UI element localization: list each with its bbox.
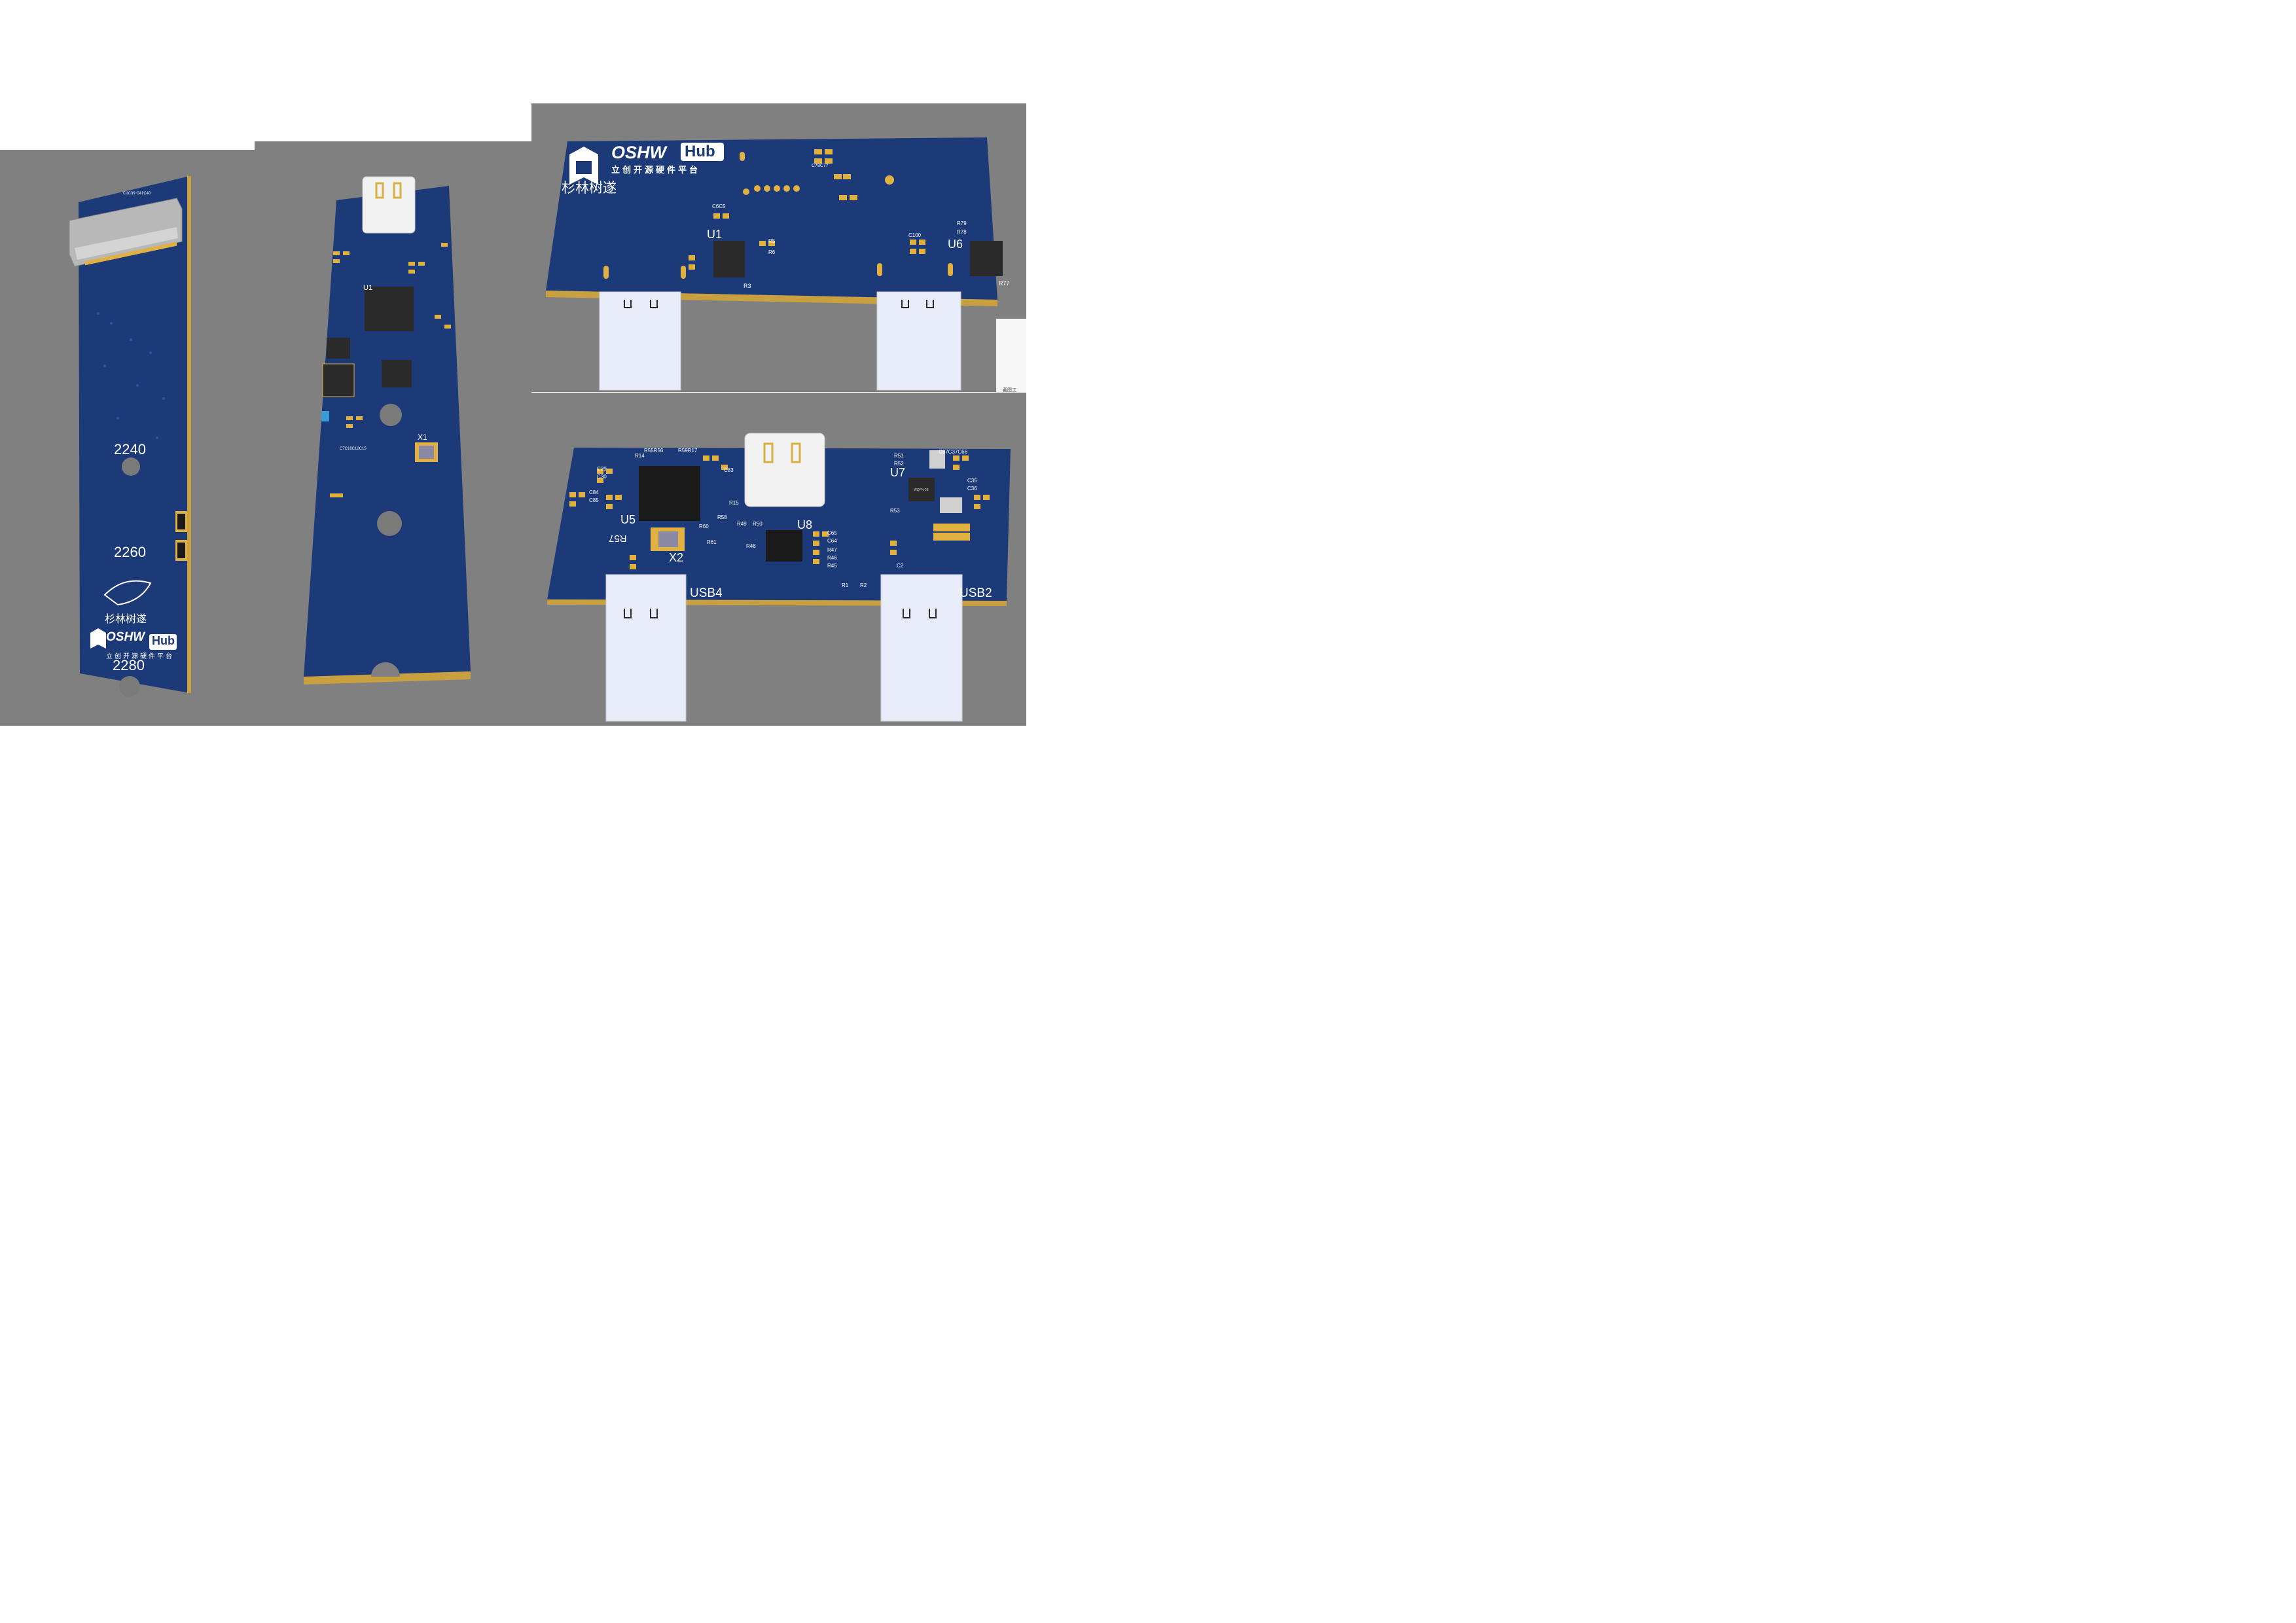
res-label-r58: R58: [717, 514, 727, 520]
cap-label-c100: C100: [908, 232, 922, 238]
res-label-r51: R51: [894, 453, 904, 459]
res-label-r47: R47: [827, 547, 837, 553]
cap-group-label: C7C16C12C15: [340, 447, 367, 451]
chip-label-u5: U5: [620, 513, 636, 526]
oshw-text: OSHW: [106, 630, 145, 644]
res-label-r77: R77: [999, 280, 1010, 287]
render-panel-hub-front: U5 U8 U7 X2 USB4 USB2 R57 R55R56 R59R17 …: [531, 393, 1026, 726]
res-label-r53: R53: [890, 508, 900, 514]
side-snippet-text: 截图工: [1003, 388, 1016, 393]
platform-text: 立创开源硬件平台: [106, 653, 174, 660]
chip-label-u6: U6: [948, 238, 963, 251]
m2-back-board-render: [69, 176, 191, 697]
size-label-2280: 2280: [113, 657, 145, 673]
res-label-r2: R2: [860, 582, 867, 588]
cap-label-c78c77: C78C77: [812, 164, 829, 168]
oshw-logo-icon: [569, 147, 598, 185]
res-label-r50: R50: [753, 521, 762, 527]
hub-text: Hub: [685, 143, 715, 160]
port-label-usb4: USB4: [690, 586, 723, 600]
cap-label-c29: C29: [597, 466, 607, 472]
cap-label-c30: C30: [597, 474, 607, 480]
cap-label-c83: C83: [724, 467, 734, 473]
res-label-r57: R57: [609, 533, 627, 544]
res-label-r15: R15: [729, 500, 739, 506]
hub-front-board-render: [547, 433, 1011, 722]
res-label-r3: R3: [744, 283, 751, 289]
port-label-usb2: USB2: [960, 586, 992, 600]
res-label-r14: R14: [635, 453, 645, 459]
cap-label-c67c37c66: C67C37C66: [939, 449, 968, 455]
res-label-r5: R5: [768, 238, 776, 244]
render-panel-hub-back: OSHW Hub 立创开源硬件平台 杉林树遂 U1 U6 C6C5 C100 R…: [531, 103, 1026, 392]
res-label-r6: R6: [768, 249, 776, 255]
render-panel-m2-back: 2240 2260 2280 杉林树遂 OSHW Hub 立创开源硬件平台 C1…: [0, 150, 255, 726]
cap-label-c2: C2: [897, 563, 904, 569]
res-label-r55r56: R55R56: [644, 448, 664, 454]
res-label-r1: R1: [842, 582, 849, 588]
res-label-r45: R45: [827, 563, 837, 569]
cap-label-c64: C64: [827, 538, 837, 544]
res-label-r52: R52: [894, 461, 904, 467]
res-label-r79: R79: [957, 221, 967, 226]
res-label-r60: R60: [699, 524, 709, 529]
cap-label-c36: C36: [967, 486, 977, 491]
chip-label-u1: U1: [707, 228, 723, 241]
author-label: 杉林树遂: [562, 181, 617, 196]
oshw-text: OSHW: [611, 143, 666, 162]
size-label-2240: 2240: [114, 441, 146, 457]
chip-package-label: WQFN-28: [914, 488, 929, 492]
cap-label-c35: C35: [967, 478, 977, 484]
res-label-r46: R46: [827, 555, 837, 561]
render-panel-m2-front: U1 X1 C7C16C12C15: [255, 141, 531, 726]
cap-label-c65: C65: [827, 530, 837, 536]
m2-front-board-render: [304, 176, 471, 685]
size-label-2260: 2260: [114, 544, 146, 560]
res-label-r78: R78: [957, 229, 967, 235]
chip-label-u1: U1: [363, 284, 373, 292]
res-label-r61: R61: [707, 539, 717, 545]
crystal-label-x1: X1: [418, 433, 427, 442]
oshw-logo-icon: [90, 628, 106, 649]
cap-label-c84: C84: [589, 490, 599, 495]
res-label-r59r17: R59R17: [678, 448, 698, 454]
cap-label: C1C39 C41C40: [123, 192, 151, 196]
dragon-logo-icon: [103, 580, 152, 606]
cap-label-c85: C85: [589, 497, 599, 503]
hub-text: Hub: [152, 634, 175, 647]
hub-back-board-render: [546, 137, 1003, 391]
cap-label-c6c5: C6C5: [712, 204, 726, 209]
res-label-r48: R48: [746, 543, 756, 549]
platform-text: 立创开源硬件平台: [611, 165, 701, 175]
side-snippet-panel: 截图工: [996, 319, 1026, 393]
chip-label-u7: U7: [890, 466, 906, 479]
res-label-r49: R49: [737, 521, 747, 527]
crystal-label-x2: X2: [669, 551, 684, 564]
chip-label-u8: U8: [797, 518, 813, 531]
author-label: 杉林树遂: [105, 614, 147, 625]
